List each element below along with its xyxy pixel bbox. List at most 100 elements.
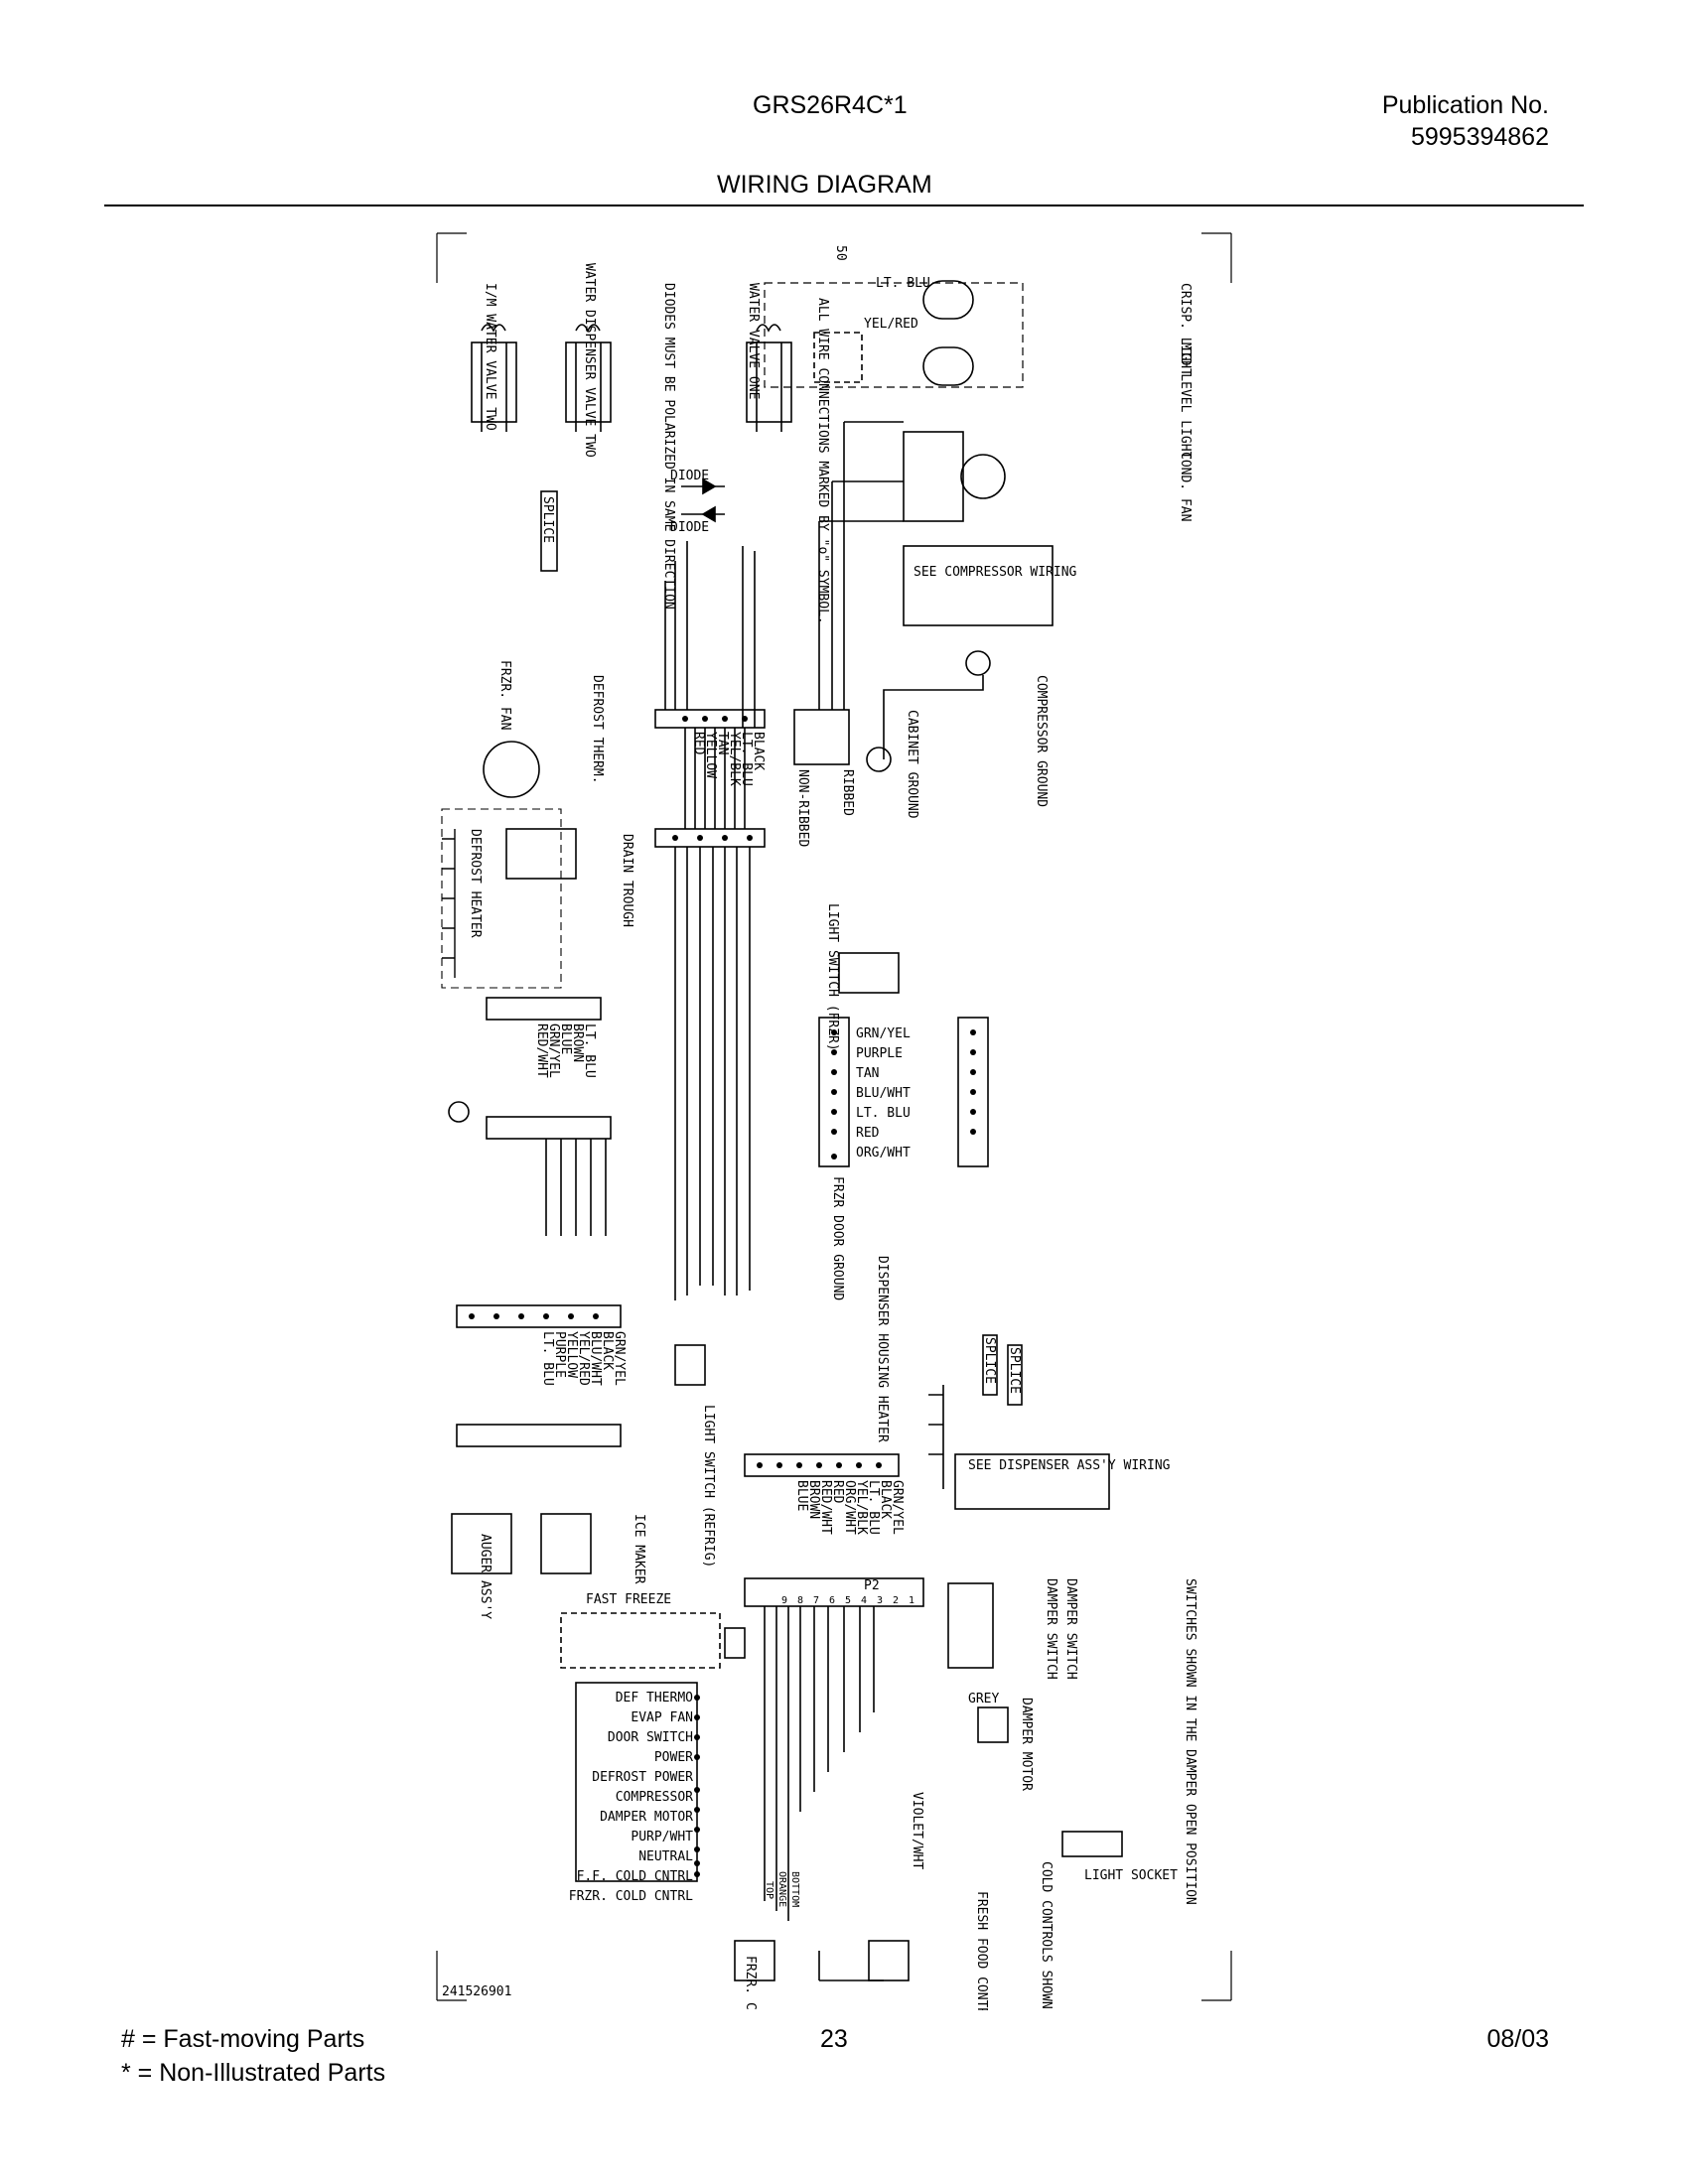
connection-note-label: ALL WIRE CONNECTIONS MARKED BY "o" SYMBO…	[815, 298, 830, 624]
mid-level-light-bulb	[922, 346, 974, 386]
control-terminal-label: FRZR. COLD CNTRL	[569, 1889, 693, 1904]
fast-freeze-label: FAST FREEZE	[586, 1592, 671, 1607]
connector-d-wire-label: BLACK	[600, 1331, 615, 1370]
frzr-fan-label: FRZR. FAN	[497, 660, 512, 730]
connector-a-wire-label: TAN	[715, 732, 730, 754]
control-terminal-label: POWER	[654, 1750, 693, 1765]
p2-connector	[744, 1577, 924, 1607]
p2-pin-label: 9	[781, 1595, 787, 1606]
connector-c-wire-label: TAN	[856, 1066, 879, 1081]
model-number: GRS26R4C*1	[753, 91, 908, 119]
water-valve-one	[746, 341, 792, 423]
connector-c-wire-label: BLU/WHT	[856, 1086, 911, 1101]
publication-number: 5995394862	[1410, 123, 1549, 151]
see-compressor-label: SEE COMPRESSOR WIRING	[914, 565, 1077, 580]
p2-pin-label: 7	[813, 1595, 819, 1606]
switches-note-label: SWITCHES SHOWN IN THE DAMPER OPEN POSITI…	[1183, 1578, 1197, 1905]
connector-ribbed	[793, 709, 850, 765]
ice-maker-box	[540, 1513, 592, 1574]
control-terminal-label: PURP/WHT	[631, 1830, 693, 1844]
connector-b-wire-label: BROWN	[570, 1024, 585, 1062]
diode-note-label: DIODES MUST BE POLARIZED IN SAME DIRECTI…	[661, 283, 676, 610]
bottom-wire-label: BOTTOM	[789, 1871, 800, 1907]
legend-fast-moving: # = Fast-moving Parts	[121, 2025, 365, 2053]
p2-pin-label: 8	[797, 1595, 803, 1606]
corner-mark-label: 50	[833, 245, 848, 261]
connector-c-wire-label: RED	[856, 1126, 880, 1141]
publication-label: Publication No.	[1381, 91, 1549, 119]
mid-level-light-label: MID LEVEL LIGHT	[1178, 342, 1193, 460]
wiring-diagram: 50 I/M WATER VALVE TWO WATER DISPENSER V…	[436, 232, 1232, 2010]
connector-c-wire-label: PURPLE	[856, 1046, 903, 1061]
damper-motor-box	[977, 1706, 1009, 1743]
control-terminal-label: DEFROST POWER	[592, 1770, 693, 1785]
crisp-light-label: CRISP. LIGHT	[1178, 283, 1193, 376]
compressor-ground-label: COMPRESSOR GROUND	[1034, 675, 1049, 807]
connector-e-wire-label: BLUE	[794, 1480, 809, 1511]
connector-a-wire-label: LT. BLU	[739, 732, 754, 786]
water-valve-one-label: WATER VALVE ONE	[746, 283, 761, 399]
connector-a-wire-label: BLACK	[751, 732, 766, 770]
control-terminal-label: EVAP FAN	[631, 1710, 693, 1725]
splice-1	[540, 490, 558, 572]
frzr-door-ground-label: FRZR DOOR GROUND	[830, 1176, 845, 1300]
connector-b-wire-label: LT. BLU	[582, 1024, 597, 1078]
cabinet-ground-symbol	[866, 747, 892, 772]
defrost-heater-coil	[442, 829, 456, 978]
connector-b-wire-label: GRN/YEL	[546, 1024, 561, 1078]
orange-wire-label: ORANGE	[776, 1871, 787, 1907]
im-valve	[471, 341, 517, 423]
legend-non-illustrated: * = Non-Illustrated Parts	[121, 2059, 386, 2087]
p2-pin-label: 3	[877, 1595, 883, 1606]
publication-date: 08/03	[1486, 2025, 1549, 2053]
cond-fan-motor	[960, 454, 1006, 499]
connector-d-wire-label: YEL/RED	[576, 1331, 591, 1386]
connector-d-wire-label: BLU/WHT	[588, 1331, 603, 1386]
connector-d-wire-label: LT. BLU	[540, 1331, 555, 1386]
auger-box	[451, 1513, 512, 1574]
damper-switch-1-label: DAMPER SWITCH	[1044, 1578, 1058, 1680]
control-terminal-label: F.F. COLD CNTRL	[577, 1869, 694, 1884]
connector-d-top	[456, 1304, 622, 1328]
control-terminal-label: DAMPER MOTOR	[600, 1810, 693, 1825]
connector-c-wire-label: ORG/WHT	[856, 1146, 911, 1160]
connector-c	[818, 1017, 850, 1167]
fresh-food-control	[868, 1940, 910, 1981]
non-ribbed-label: NON-RIBBED	[795, 769, 810, 847]
connector-e-wire-label: RED/WHT	[818, 1480, 833, 1535]
connector-e	[744, 1453, 900, 1477]
cabinet-ground-label: CABINET GROUND	[905, 710, 919, 819]
connector-e-wire-label: YEL/BLK	[854, 1480, 869, 1535]
ice-maker-label: ICE MAKER	[632, 1514, 646, 1584]
p2-pin-label: 1	[909, 1595, 914, 1606]
connector-a-wire-label: YELLOW	[703, 732, 718, 778]
see-dispenser-label: SEE DISPENSER ASS'Y WIRING	[968, 1458, 1171, 1473]
connector-d-bottom	[456, 1424, 622, 1447]
violet-wht-label: VIOLET/WHT	[910, 1792, 924, 1869]
dispenser-valve-label: WATER DISPENSER VALVE TWO	[582, 263, 597, 458]
diode-2-label: DIODE	[670, 520, 709, 535]
p2-pin-label: 2	[893, 1595, 899, 1606]
part-number-label: 241526901	[442, 1984, 511, 1999]
p2-label: P2	[864, 1578, 880, 1593]
light-switch-frzr-label: LIGHT SWITCH (FRZR)	[825, 903, 840, 1051]
drain-trough-label: DRAIN TROUGH	[620, 834, 634, 927]
light-switch-frzr	[838, 952, 900, 994]
frzr-control	[734, 1940, 775, 1981]
page-number: 23	[820, 2025, 848, 2053]
light-socket-label: LIGHT SOCKET	[1084, 1868, 1178, 1883]
defrost-heater-label: DEFROST HEATER	[468, 829, 483, 938]
crisp-light-bulb	[922, 280, 974, 320]
connector-a-wire-label: YEL/BLK	[727, 732, 742, 786]
splice-3	[1007, 1344, 1023, 1406]
ribbed-label: RIBBED	[840, 769, 855, 816]
damper-switch-box	[947, 1582, 994, 1669]
connector-c-wire-label: GRN/YEL	[856, 1026, 911, 1041]
connector-b-wire-label: BLUE	[558, 1024, 573, 1054]
p2-pin-label: 6	[829, 1595, 835, 1606]
connector-e-wire-label: ORG/WHT	[842, 1480, 857, 1535]
cond-fan-label: COND. FAN	[1178, 452, 1193, 521]
cold-controls-note-label: COLD CONTROLS SHOWN IN THE ON POSITION.	[1039, 1861, 1054, 2010]
connector-b-bottom	[486, 1116, 612, 1140]
damper-motor-label: DAMPER MOTOR	[1019, 1698, 1034, 1791]
